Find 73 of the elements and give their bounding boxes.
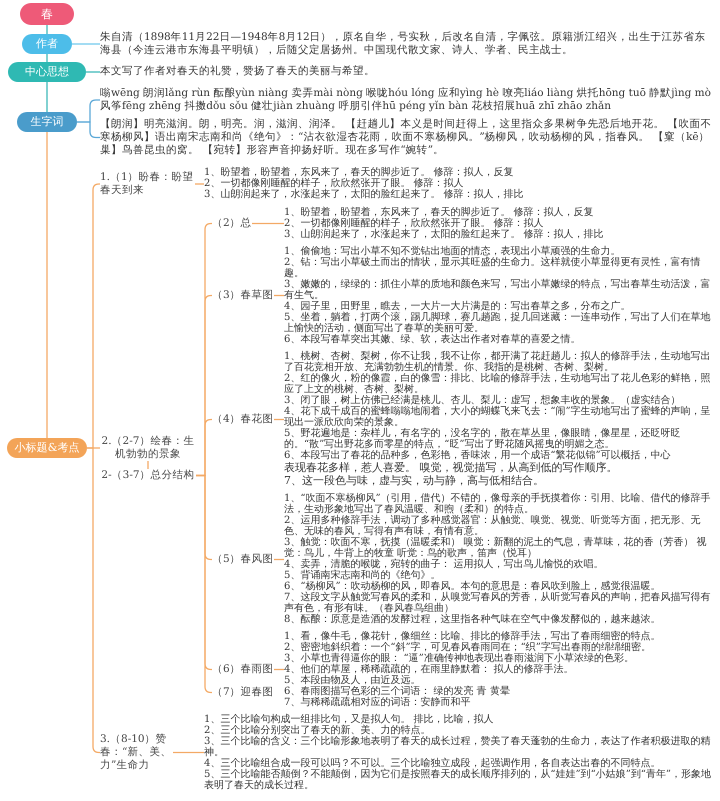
note-text: 2、一切都像刚睡醒的样子，欣欣然张开了眼。 修辞：拟人 [204,178,465,189]
note-text: 1、盼望着，盼望着，东风来了，春天的脚步近了。 修辞：拟人，反复 [204,167,515,178]
note-text: 4、他们的草屋，稀稀疏疏的，在雨里静默着： 拟人的修辞手法。 [284,664,575,675]
topic-pill: 中心思想 [8,62,86,82]
connector-line [46,132,48,438]
connector-line [147,461,149,469]
note-text: 6、春雨图描写色彩的三个词语： 绿的发亮 青 黄晕 [284,686,511,697]
connector-line [252,222,284,224]
author-text: 朱自清（1898年11月22日—1948年8月12日），原名自华，号实秋，后改名自清，字佩弦。原籍浙江绍兴，出生于江苏省东海县（今连云港市东海县平明镇），后随父定居扬州。中国现代散文家、诗人、学者、民主战士。 [100,31,712,57]
note-text: 3、山朗润起来了，水涨起来了，太阳的脸红起来了。 修辞：拟人，排比 [284,229,605,240]
vocabulary-text: 嗡wēng 朗润lǎng rùn 酝酿yùn niàng 卖弄mài nòng 喉咙hóu lóng 应和yìng hè 嘹亮liáo liàng 烘托hōng tuō 静默jìng mò 风筝fēng zhēng 抖擞dǒu sǒu 健壮jiàn zhuàng 呼朋引伴hū péng yǐn bàn 花枝招展huā zhī zhāo zhǎn [100,87,712,113]
subtopic-text: （6）春雨图 [212,663,274,676]
connector-line [274,418,284,420]
note-text: 6、本段写春草突出其嫩、绿、软，表达出作者对春草的喜爱之情。 [284,334,582,345]
note-text: 3、闭了眼，树上仿佛已经满是桃儿、杏儿、梨儿：虚写，想象丰收的景象。（虚实结合） [284,395,680,406]
note-text: 3、三个比喻的含义：三个比喻形象地表明了春天的成长过程，赞美了春天蓬勃的生命力，表达了作者积极进取的精神。 [204,736,712,758]
note-text: 2、钻：写出小草破土而出的情状，显示其旺盛的生命力。这样就使小草显得更有灵性，富有情趣。 [284,257,700,279]
note-text: 8、酝酿：原意是造酒的发酵过程，这里指各种气味在空气中像发酵似的，越来越浓。 [284,614,662,625]
note-text: 1、“吹面不寒杨柳风”（引用，借代）不错的，像母亲的手抚摸着你：引用、比喻、借代的修辞手法，生动形象地写出了春风温暖、和煦（柔和）的特点。 [284,493,712,515]
note-text: 4、三个比喻组合成一段可以吗？不可以。三个比喻独立成段，起强调作用，各自表达出春的不同特点。 [204,758,662,769]
vocabulary-text: 【朗润】明亮滋润。朗，明亮。润，滋润、润泽。 【赶趟儿】本义是时间赶得上，这里指众多果树争先恐后地开花。 【吹面不寒杨柳风】语出南宋志南和尚《绝句》：“沾衣欲湿杏花雨，吹面不寒杨柳风。”杨柳风，吹动杨柳的风，指春风。 【窠（kē）巢】鸟兽昆虫的窝。 【宛转】形容声音抑扬好听。现在多写作“婉转”。 [100,118,712,157]
note-text: 5、坐着，躺着，打两个滚，踢几脚球，赛几趟跑，捉几回迷藏：一连串动作，写出了人们在草地上愉快的活动，侧面写出了春草的美丽可爱。 [284,312,712,334]
note-text: 7、这一段色与味，虚与实，动与静，高与低相结合。 [284,474,545,487]
topic-text: 2.（2-7）绘春：生机勃勃的景象 [100,435,196,461]
connector-line [46,82,48,112]
topic-pill: 小标题&考点 [7,438,87,458]
note-text: 6、“杨柳风”：吹动杨柳的风，即春风。本句的意思是：春风吹到脸上，感觉很温暖。 [284,581,662,592]
connector-line [173,752,204,754]
subtopic-text: （3）春草图 [212,289,274,302]
note-text: 5、本段由物及人，由近及远。 [284,675,422,686]
connector-line [195,183,204,185]
note-text: 6、本段写出了春花的品种多，色彩艳，香味浓，用一个成语“繁花似锦”可以概括，中心 [284,450,672,461]
connector-line [274,668,284,670]
topic-text: 3.（8-10）赞春：“新、美、力”生命力 [100,733,173,772]
summary-text: 本文写了作者对春天的礼赞，赞扬了春天的美丽与希望。 [100,65,712,78]
connector-line [274,294,284,296]
connector-line [77,121,100,138]
note-text: 2、运用多种修辞手法，调动了多种感觉器官：从触觉、嗅觉、视觉、听觉等方面，把无形、无色、无味的春风，写得有声有味，有情有意。 [284,515,700,537]
connector-line [274,558,284,560]
note-text: 5、三个比喻能否颠倒？不能颠倒，因为它们是按照春天的成长顺序排列的，从“娃娃”到“小姑娘”到“青年”，形象地表明了春天的成长过程。 [204,769,712,791]
note-text: 1、三个比喻句构成一组排比句，又是拟人句。 排比，比喻，拟人 [204,714,495,725]
topic-pill: 生字词 [17,112,77,132]
connector-line [86,71,100,73]
note-text: 4、园子里，田野里，瞧去，一大片一大片满是的：写出春草之多，分布之广。 [284,301,632,312]
note-text: 2、一切都像刚睡醒的样子，欣欣然张开了眼。 修辞：拟人 [284,218,545,229]
note-text: 2、三个比喻分别突出了春天的新、美、力的特点。 [204,725,430,736]
subtopic-text: （2）总 [212,217,252,230]
note-text: 5、背诵南宋志南和尚的《绝句》。 [284,570,442,581]
topic-text: 2-（3-7）总分结构 [100,469,196,482]
note-text: 7、与稀稀疏疏相对应的词语：安静而和平 [284,697,472,708]
note-text: 1、看，像牛毛，像花针，像细丝：比喻、排比的修辞手法，写出了春雨细密的特点。 [284,631,662,642]
subtopic-text: （7）迎春图 [212,686,274,699]
connector-line [72,43,100,45]
topic-pill: 作者 [22,34,72,54]
note-text: 1、桃树、杏树、梨树，你不让我，我不让你，都开满了花赶趟儿：拟人的修辞手法，生动地写出了百花竞相开放、充满勃勃生机的情景。你、我指的是桃树、杏树、梨树。 [284,351,712,373]
note-text: 2、红的像火，粉的像霞，白的像雪：排比、比喻的修辞手法，生动地写出了花儿色彩的鲜艳，照应了上文的桃树、杏树、梨树。 [284,373,712,395]
note-text: 3、嫩嫩的，绿绿的：抓住小草的质地和颜色来写，写出小草嫩绿的特点，写出春草生动活泼，富有生气。 [284,279,712,301]
note-text: 3、触觉：吹面不寒，抚摸（温暖柔和） 嗅觉：新翻的泥土的气息，青草味，花的香（芳香） 视觉：鸟儿，牛背上的牧童 听觉：鸟的歌声，笛声（悦耳） [284,537,708,559]
note-text: 1、偷偷地：写出小草不知不觉钻出地面的情态，表现出小草顽强的生命力。 [284,246,622,257]
note-text: 3、小草也青得逼你的眼： “逼”准确传神地表现出春雨滋润下小草浓绿的色彩。 [284,653,635,664]
note-text: 2、密密地斜织着：一个“斜”字，可见春风春雨同在；“织”字写出春雨的绵绵细密。 [284,642,652,653]
subtopic-text: （4）春花图 [212,413,274,426]
note-text: 表现春花多样，惹人喜爱。 嗅觉，视觉描写，从高到低的写作顺序。 [284,461,618,474]
note-text: 7、这段文字从触觉写春风的柔和，从嗅觉写春风的芳香，从听觉写春风的声响，把春风描写得有声有色，有形有味。（春风春鸟组曲） [284,592,712,614]
note-text: 5、野花遍地是：杂样儿，有名字的，没名字的，散在草丛里，像眼睛，像星星，还眨呀眨的。“散”写出野花多而零星的特点，“眨”写出了野花随风摇曳的明媚之态。 [284,428,682,450]
connector-line [87,447,100,754]
subtopic-text: （5）春风图 [212,553,274,566]
note-text: 4、卖弄，清脆的喉咙，宛转的曲子： 运用拟人，写出鸟儿愉悦的欢唱。 [284,559,605,570]
note-text: 3、山朗润起来了，水涨起来了，太阳的脸红起来了。 修辞：拟人，排比 [204,189,525,200]
note-text: 1、盼望着，盼望着，东风来了，春天的脚步近了。 修辞：拟人，反复 [284,207,595,218]
root-pill: 春 [20,3,74,25]
note-text: 4、花下成千成百的蜜蜂嗡嗡地闹着，大小的蝴蝶飞来飞去：“闹”字生动地写出了蜜蜂的声响，呈现出一派欣欣向荣的景象。 [284,406,712,428]
topic-text: 1.（1）盼春：盼望春天到来 [100,171,195,197]
